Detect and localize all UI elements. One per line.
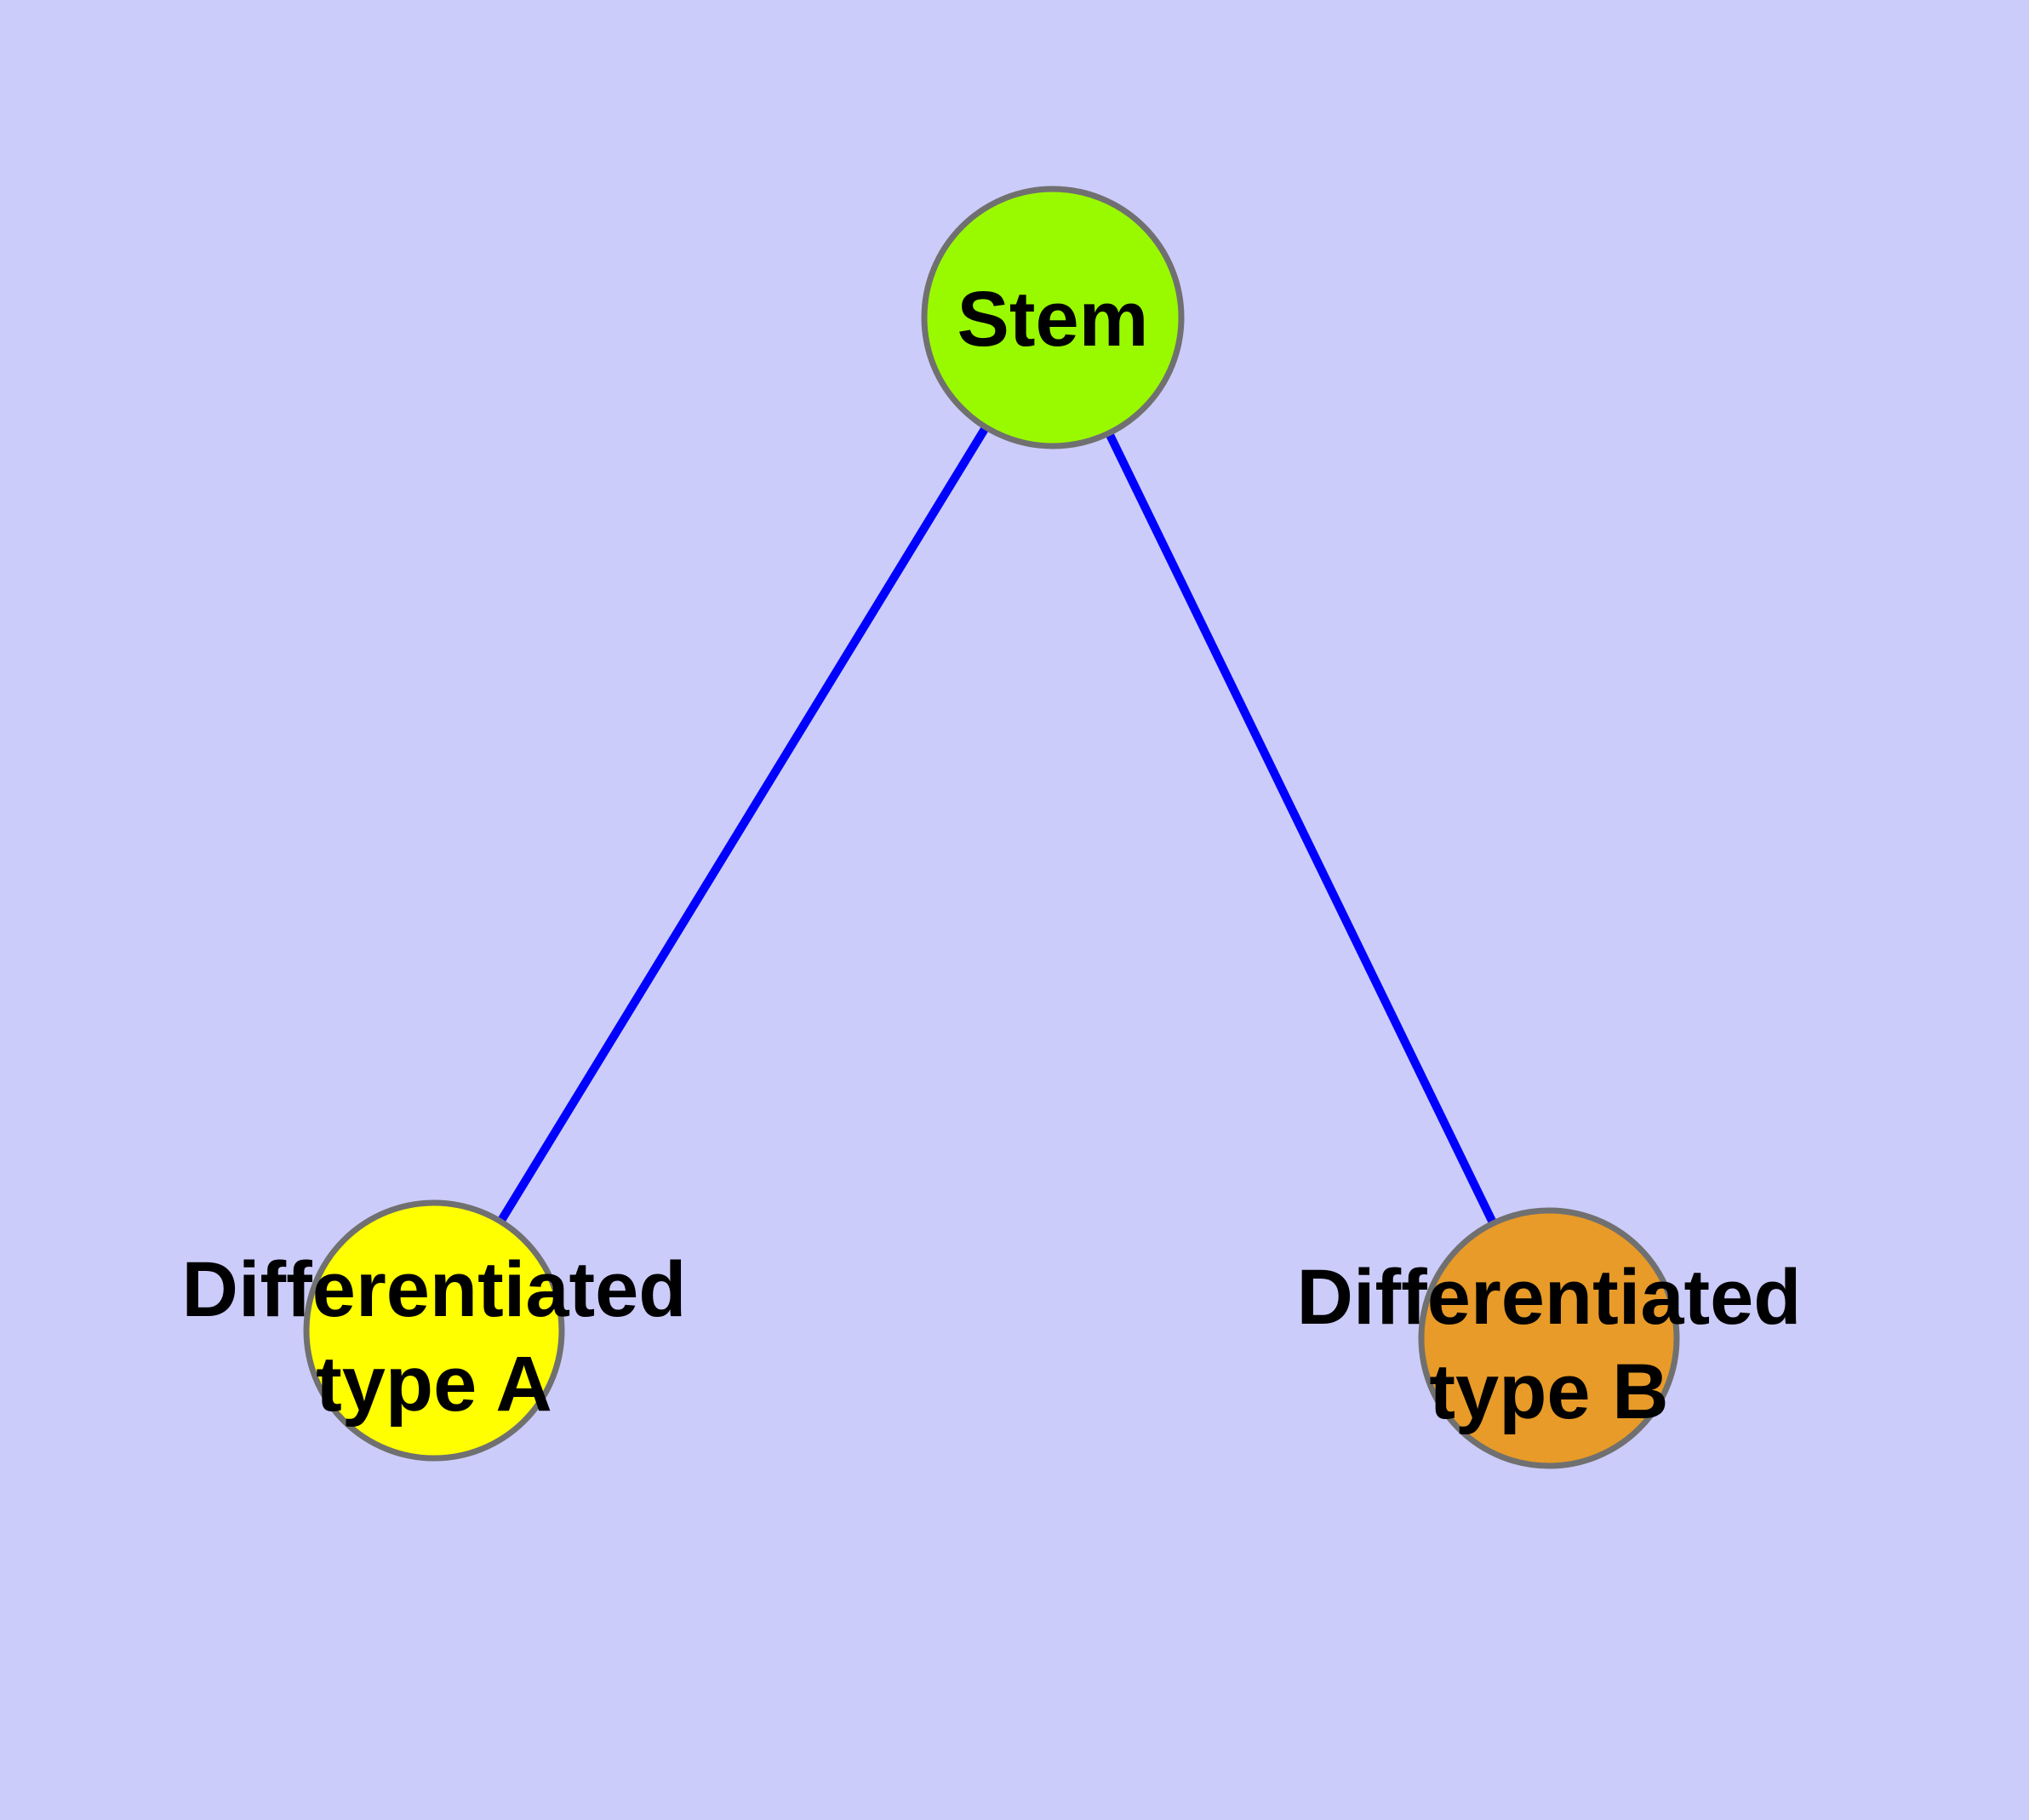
edge-stem-to-type-b (1049, 315, 1553, 1341)
node-differentiated-type-a[interactable] (303, 1199, 565, 1462)
node-stem[interactable] (921, 186, 1185, 449)
edge-stem-to-type-a (430, 315, 1057, 1333)
node-differentiated-type-b[interactable] (1418, 1207, 1680, 1469)
